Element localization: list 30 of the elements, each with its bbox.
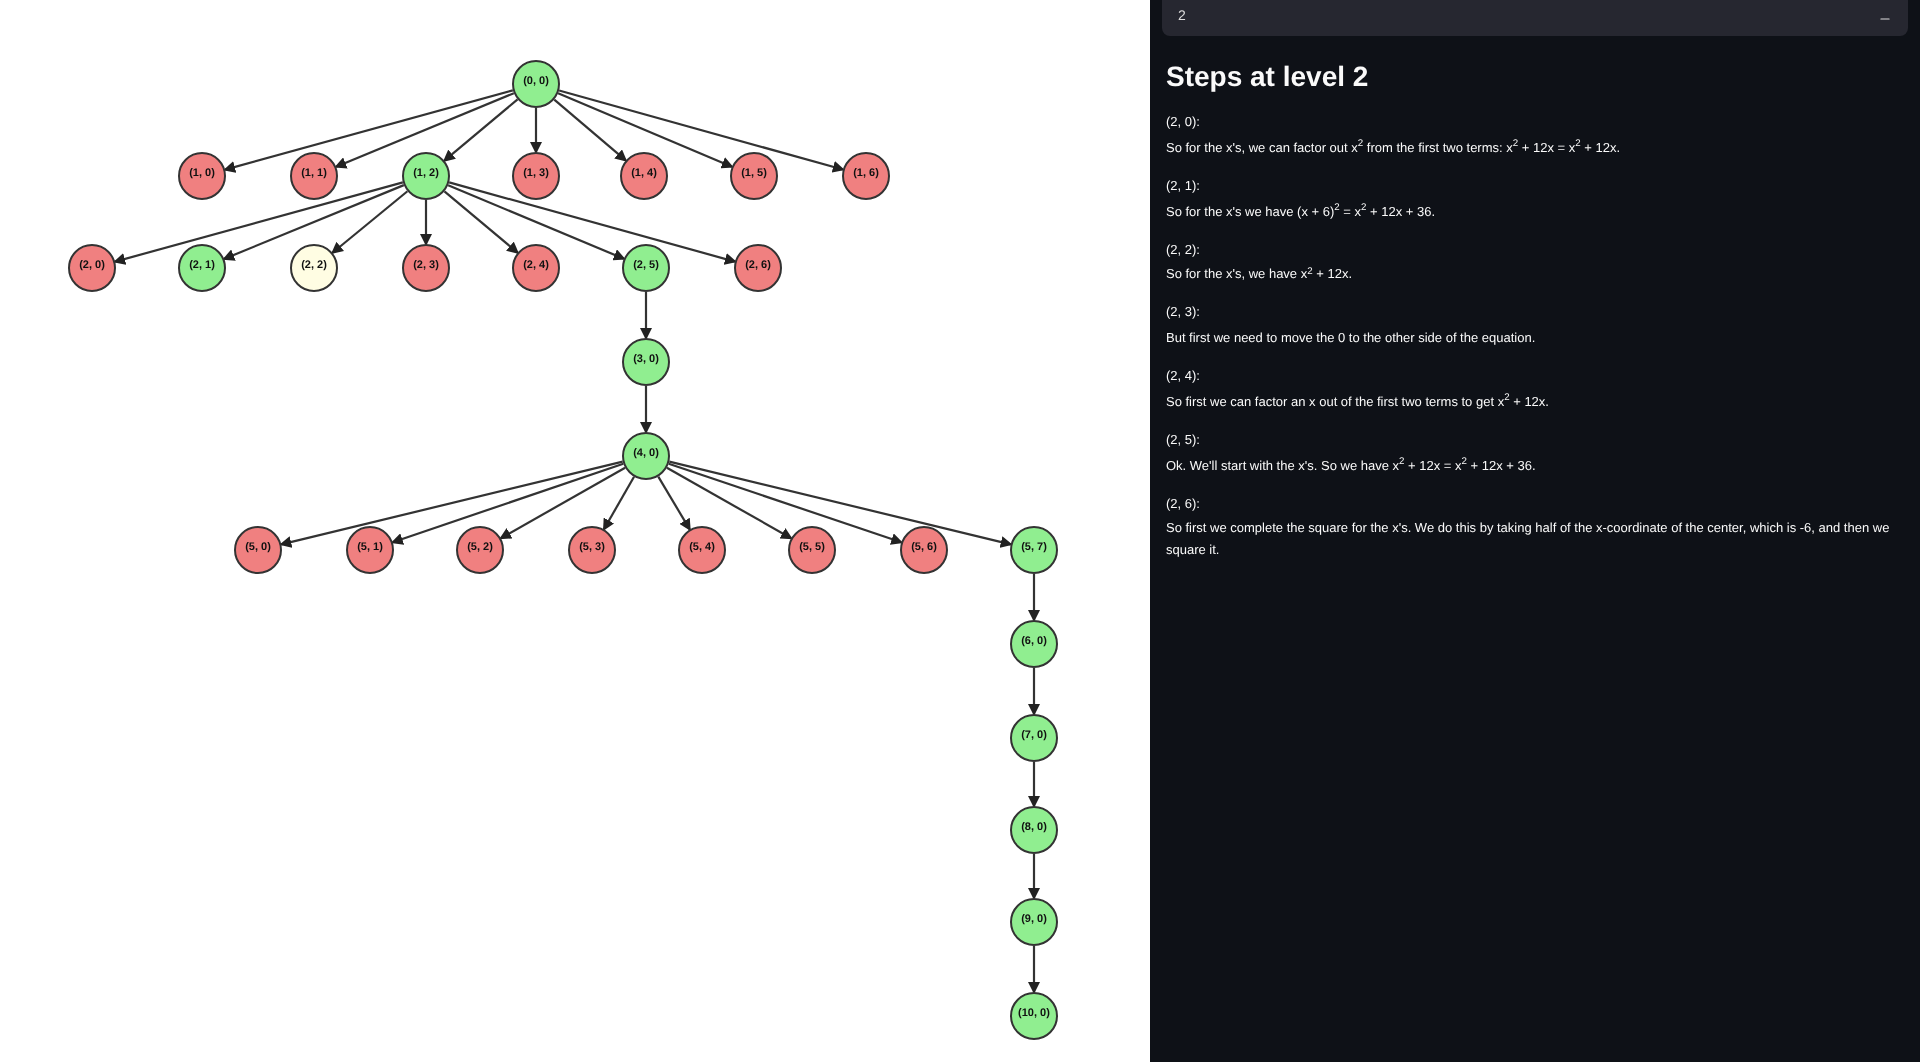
- arrow: [602, 476, 635, 531]
- arrow: [334, 92, 515, 169]
- arrow: [499, 466, 626, 540]
- arrow: [279, 460, 623, 548]
- arrow: [1028, 574, 1040, 622]
- arrow: [223, 89, 514, 173]
- arrow: [443, 190, 520, 254]
- arrow: [530, 108, 542, 154]
- arrow: [669, 460, 1013, 548]
- arrow: [331, 190, 409, 255]
- arrow: [447, 184, 626, 261]
- arrow: [1028, 854, 1040, 900]
- arrow: [390, 462, 624, 545]
- arrow: [557, 92, 734, 169]
- arrow: [442, 98, 519, 162]
- arrow: [640, 386, 652, 434]
- arrow: [448, 181, 737, 265]
- panel-heading: Steps at level 2: [1166, 58, 1371, 96]
- arrow: [1028, 668, 1040, 716]
- arrow: [1028, 946, 1040, 994]
- arrow: [553, 98, 628, 162]
- arrow: [657, 476, 691, 532]
- arrow: [668, 462, 904, 545]
- arrow: [113, 181, 404, 265]
- arrow: [558, 89, 845, 173]
- arrow: [420, 200, 432, 246]
- arrow: [222, 184, 405, 261]
- arrow: [1028, 762, 1040, 808]
- arrow: [640, 292, 652, 340]
- arrow: [666, 466, 793, 540]
